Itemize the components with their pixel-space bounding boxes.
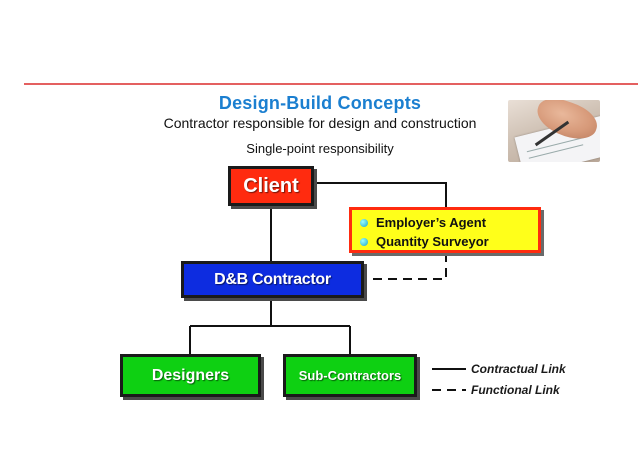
legend-contractual-label: Contractual Link <box>471 362 566 376</box>
agent-item-label: Quantity Surveyor <box>376 234 489 249</box>
employers-agent-box: Employer’s Agent Quantity Surveyor <box>349 207 541 253</box>
link-client-agent <box>314 182 447 207</box>
link-agent-contractor-functional <box>368 253 447 280</box>
bullet-icon <box>360 237 368 246</box>
legend-functional-label: Functional Link <box>471 383 560 397</box>
contractor-box: D&B Contractor <box>181 261 364 298</box>
client-box: Client <box>228 166 314 206</box>
agent-item-label: Employer’s Agent <box>376 215 487 230</box>
agent-item: Employer’s Agent <box>360 213 538 232</box>
header-rule <box>24 83 638 85</box>
bullet-icon <box>360 218 368 227</box>
agent-item: Quantity Surveyor <box>360 232 538 251</box>
slide-title: Design-Build Concepts <box>218 93 422 113</box>
slide-note: Single-point responsibility <box>246 141 394 156</box>
signing-photo <box>508 100 600 162</box>
subcontractors-box: Sub-Contractors <box>283 354 417 397</box>
slide-subtitle: Contractor responsible for design and co… <box>163 115 477 131</box>
designers-box: Designers <box>120 354 261 397</box>
